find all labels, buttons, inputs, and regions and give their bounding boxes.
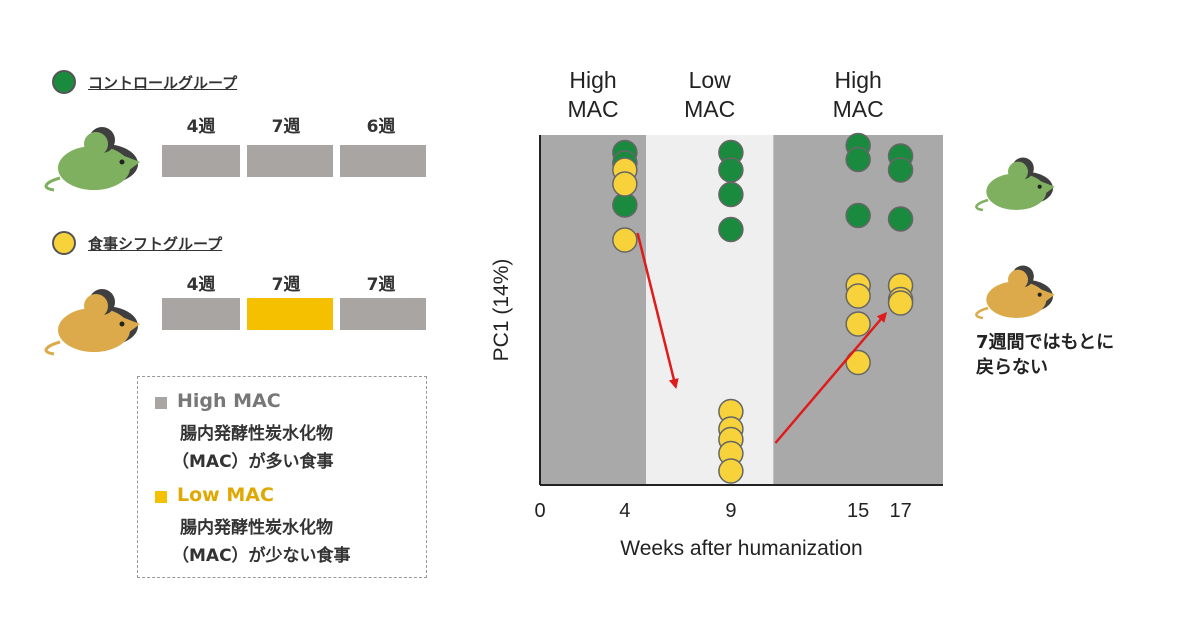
y-axis-label: PC1 (14%)	[490, 259, 513, 362]
point-s1-1	[612, 171, 638, 197]
x-tick-3: 15	[847, 500, 869, 522]
shift-bar-1	[162, 298, 240, 330]
control-bar-2	[247, 145, 333, 177]
high-mac-swatch	[155, 397, 167, 409]
point-s0-5	[718, 181, 744, 208]
band-label-2-0: High	[835, 67, 882, 93]
trend-arrow-1	[774, 311, 888, 444]
shift-bar-3	[340, 298, 426, 330]
band-label-2-1: MAC	[833, 96, 884, 122]
high-mac-title: High MAC	[177, 390, 281, 412]
x-tick-1: 4	[619, 500, 630, 522]
control-group-label: コントロールグループ	[88, 74, 238, 92]
chart-axes	[539, 135, 943, 486]
control-group-dot	[52, 70, 76, 94]
band-label-0-0: High	[569, 67, 616, 93]
x-tick-2: 9	[725, 500, 736, 522]
mouse-green-right-icon	[975, 157, 1055, 212]
shift-group-label: 食事シフトグループ	[88, 235, 223, 253]
point-s1-10	[845, 311, 871, 337]
control-bar-3	[340, 145, 426, 177]
control-week-3: 6週	[366, 117, 396, 137]
point-s1-2	[612, 227, 638, 253]
high-mac-desc-1: 腸内発酵性炭水化物	[180, 424, 333, 444]
point-s0-4	[718, 157, 744, 183]
mouse-yellow-icon	[44, 289, 140, 356]
x-axis-label: Weeks after humanization	[620, 537, 862, 560]
point-s0-8	[845, 146, 871, 173]
point-s1-14	[887, 290, 914, 316]
trend-arrows	[636, 232, 888, 444]
point-s0-11	[887, 157, 914, 183]
shift-week-1: 4週	[186, 275, 216, 295]
x-tick-0: 0	[534, 500, 545, 522]
low-mac-desc-2: （MAC）が少ない食事	[172, 546, 351, 566]
band-label-1-0: Low	[689, 67, 732, 93]
data-points	[612, 132, 914, 484]
control-bar-1	[162, 145, 240, 177]
high-mac-desc-2: （MAC）が多い食事	[172, 452, 334, 472]
band-2	[773, 135, 943, 485]
point-s0-6	[718, 216, 744, 243]
low-mac-desc-1: 腸内発酵性炭水化物	[180, 518, 333, 538]
control-week-2: 7週	[271, 117, 301, 137]
band-label-0-1: MAC	[567, 96, 618, 122]
shift-bar-2	[247, 298, 333, 330]
control-week-1: 4週	[186, 117, 216, 137]
point-s0-9	[845, 202, 871, 229]
low-mac-swatch	[155, 491, 167, 503]
point-s1-11	[845, 349, 871, 376]
point-s1-9	[845, 283, 871, 309]
shift-week-2: 7週	[271, 275, 301, 295]
trend-arrow-0	[636, 232, 679, 389]
mouse-green-icon	[44, 127, 140, 192]
recovery-note-line-1: 7週間ではもとに	[976, 332, 1115, 353]
point-s1-7	[718, 458, 744, 484]
band-label-1-1: MAC	[684, 96, 735, 122]
x-tick-4: 17	[889, 500, 911, 522]
recovery-note-line-2: 戻らない	[976, 357, 1048, 378]
point-s0-12	[887, 206, 914, 232]
band-1	[646, 135, 774, 485]
shift-group-dot	[52, 231, 76, 255]
mouse-yellow-right-icon	[975, 265, 1055, 320]
low-mac-title: Low MAC	[177, 484, 274, 506]
shift-week-3: 7週	[366, 275, 396, 295]
diet-legend-box	[137, 376, 427, 578]
